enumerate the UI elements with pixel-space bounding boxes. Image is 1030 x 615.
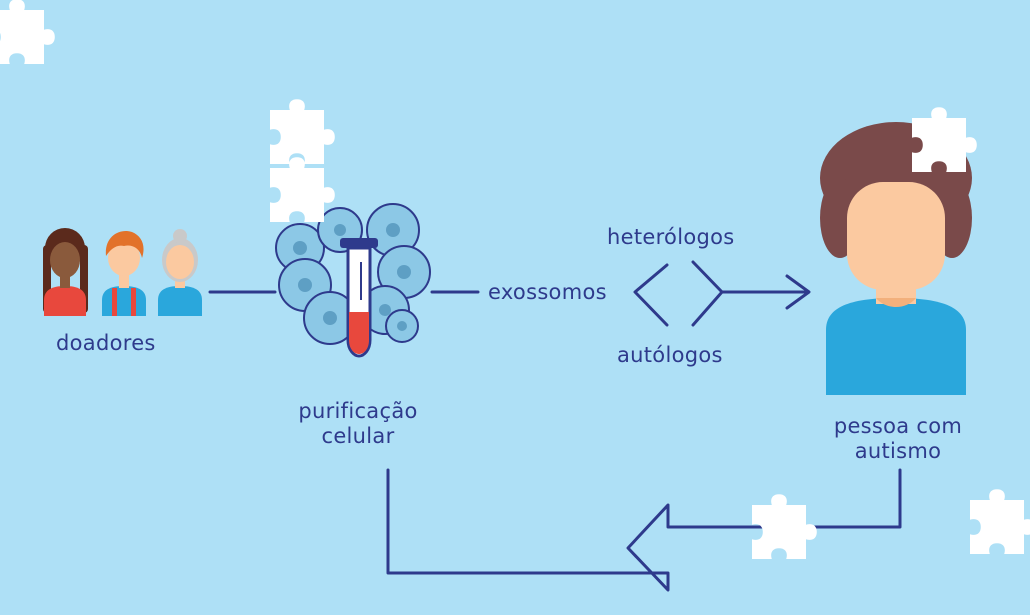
autologous-label: autólogos bbox=[617, 343, 723, 367]
feedback-loop-arrow bbox=[386, 468, 902, 592]
puzzle-piece-icon bbox=[270, 99, 335, 164]
donor-person-icon bbox=[43, 228, 88, 316]
purification-label-line1: purificação bbox=[298, 399, 418, 423]
test-tube-icon bbox=[340, 238, 378, 358]
purification-label: purificação celular bbox=[278, 399, 438, 449]
person-icon bbox=[820, 122, 972, 395]
donors-icon-group bbox=[43, 228, 202, 316]
exosomes-label: exossomos bbox=[488, 280, 607, 304]
flow-lines bbox=[208, 260, 902, 592]
puzzle-piece-icon bbox=[0, 0, 55, 65]
donor-person-icon bbox=[102, 231, 146, 316]
person-label-line2: autismo bbox=[854, 439, 942, 463]
person-label: pessoa com autismo bbox=[808, 414, 988, 464]
purification-label-line2: celular bbox=[321, 424, 395, 448]
puzzle-piece-icon bbox=[270, 157, 335, 222]
puzzle-piece-icon bbox=[752, 494, 817, 559]
branch-left-chevron bbox=[633, 263, 669, 327]
puzzle-piece-icon bbox=[970, 489, 1030, 554]
heterologous-label: heterólogos bbox=[607, 225, 735, 249]
to-person-arrow-head bbox=[785, 274, 811, 310]
branch-right-chevron bbox=[691, 260, 724, 327]
donors-label: doadores bbox=[56, 331, 156, 355]
cell-cluster-icon bbox=[275, 203, 431, 345]
donor-person-icon bbox=[158, 229, 202, 316]
person-label-line1: pessoa com bbox=[833, 414, 963, 438]
